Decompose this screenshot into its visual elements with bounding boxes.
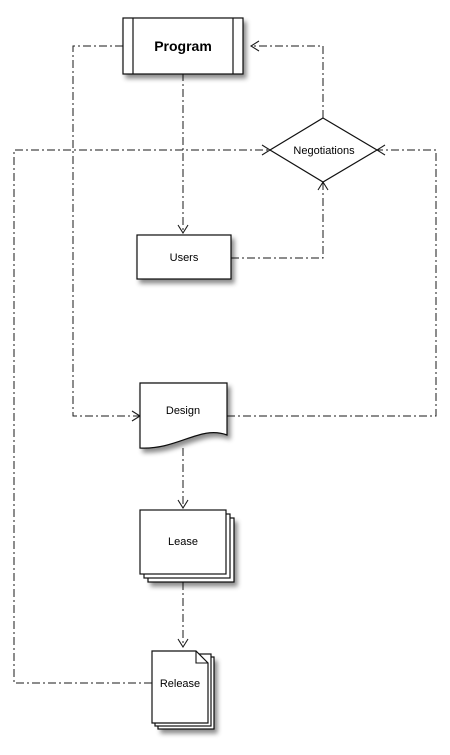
design-document-shape <box>139 382 228 449</box>
edge-design-negotiations <box>227 149 437 417</box>
node-release[interactable]: Release <box>151 650 215 730</box>
node-lease[interactable]: Lease <box>139 509 235 583</box>
edge-negotiations-program <box>251 45 324 118</box>
node-users[interactable]: Users <box>136 234 232 280</box>
negotiations-diamond <box>268 117 379 183</box>
folded-corner-icon <box>195 651 208 664</box>
node-label-design: Design <box>166 405 200 417</box>
node-program[interactable]: Program <box>122 17 244 75</box>
node-label-lease: Lease <box>168 536 198 548</box>
node-label-negotiations: Negotiations <box>293 145 355 157</box>
node-design[interactable]: Design <box>139 382 228 449</box>
arrowhead <box>177 499 189 510</box>
arrowhead <box>177 224 189 235</box>
edge-users-negotiations <box>231 182 324 259</box>
release-page-front <box>151 650 209 724</box>
edge-program-design <box>72 45 140 417</box>
node-label-program: Program <box>154 38 212 54</box>
edge-release-negotiations <box>13 149 270 684</box>
node-label-users: Users <box>170 252 199 264</box>
users-box <box>136 234 232 280</box>
lease-page-front <box>139 509 227 575</box>
arrowhead <box>249 40 260 52</box>
node-negotiations[interactable]: Negotiations <box>268 117 379 183</box>
arrowhead <box>177 638 189 649</box>
node-label-release: Release <box>160 678 200 690</box>
connectors <box>13 40 437 684</box>
program-box <box>122 17 244 75</box>
